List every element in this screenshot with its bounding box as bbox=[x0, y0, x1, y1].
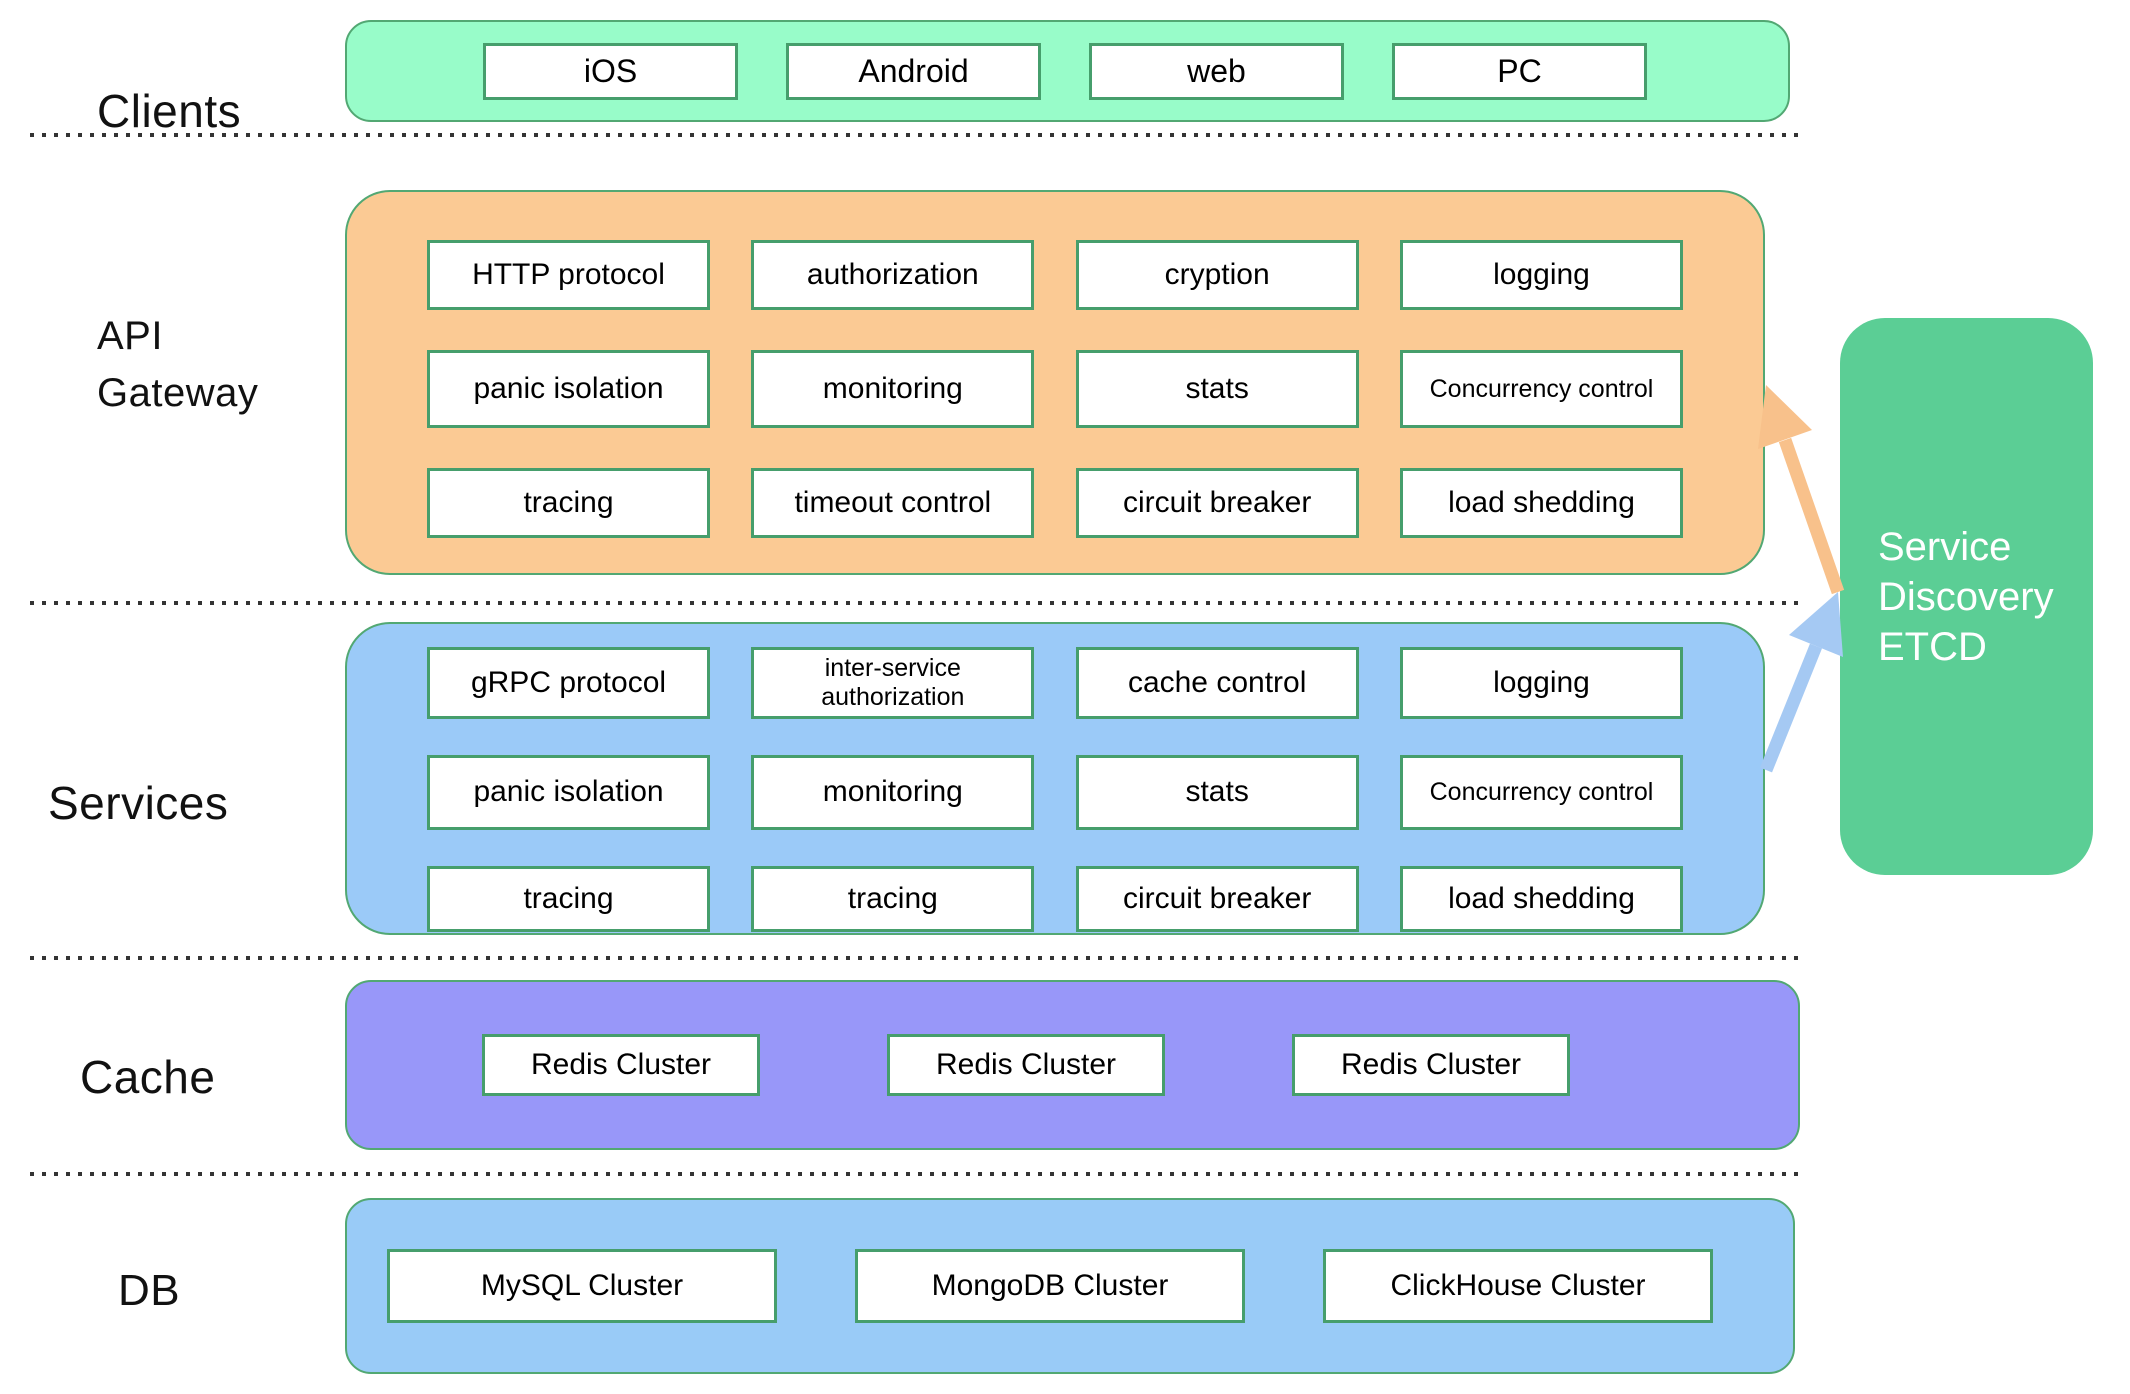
separator-gateway-services bbox=[30, 601, 1802, 605]
service-module-box: cache control bbox=[1075, 647, 1359, 719]
service-module-box: stats bbox=[1075, 755, 1359, 830]
gateway-module-box: cryption bbox=[1075, 240, 1359, 310]
services-layer-label: Services bbox=[48, 777, 229, 829]
cache-node-box: Redis Cluster bbox=[887, 1034, 1165, 1096]
etcd-label-line: ETCD bbox=[1878, 624, 1987, 669]
service-module-box: circuit breaker bbox=[1075, 866, 1359, 932]
service-discovery-etcd-box: Service Discovery ETCD bbox=[1840, 318, 2093, 875]
separator-clients-gateway bbox=[30, 133, 1802, 137]
etcd-label-line: Discovery bbox=[1878, 574, 2054, 619]
cache-node-box: Redis Cluster bbox=[1292, 1034, 1570, 1096]
separator-services-cache bbox=[30, 956, 1802, 960]
service-module-box: tracing bbox=[427, 866, 710, 932]
etcd-to-gateway-arrow bbox=[1758, 385, 1845, 595]
db-layer-label: DB bbox=[118, 1266, 181, 1315]
services-layer-box: gRPC protocol inter-service authorizatio… bbox=[345, 622, 1765, 935]
service-module-box: tracing bbox=[751, 866, 1035, 932]
gateway-module-box: tracing bbox=[427, 468, 710, 538]
gateway-module-box: monitoring bbox=[751, 350, 1035, 428]
service-module-box: logging bbox=[1399, 647, 1683, 719]
gateway-module-box: stats bbox=[1075, 350, 1359, 428]
service-module-box: inter-service authorization bbox=[751, 647, 1035, 719]
clients-layer-box: iOS Android web PC bbox=[345, 20, 1790, 122]
service-module-box: monitoring bbox=[751, 755, 1035, 830]
cache-node-box: Redis Cluster bbox=[482, 1034, 760, 1096]
gateway-module-box: Concurrency control bbox=[1399, 350, 1683, 428]
api-gateway-layer-label: API Gateway bbox=[97, 314, 259, 415]
services-to-etcd-arrow bbox=[1759, 592, 1843, 773]
cache-layer-label: Cache bbox=[80, 1051, 216, 1103]
client-box: PC bbox=[1392, 42, 1647, 100]
separator-cache-db bbox=[30, 1172, 1802, 1176]
db-node-box: ClickHouse Cluster bbox=[1323, 1249, 1713, 1323]
client-box: iOS bbox=[483, 42, 738, 100]
service-module-box: panic isolation bbox=[427, 755, 710, 830]
db-node-box: MySQL Cluster bbox=[387, 1249, 777, 1323]
gateway-module-box: circuit breaker bbox=[1075, 468, 1359, 538]
service-module-box: load shedding bbox=[1399, 866, 1683, 932]
cache-layer-box: Redis Cluster Redis Cluster Redis Cluste… bbox=[345, 980, 1800, 1150]
client-box: Android bbox=[786, 42, 1041, 100]
gateway-module-box: load shedding bbox=[1399, 468, 1683, 538]
service-module-box: gRPC protocol bbox=[427, 647, 710, 719]
gateway-module-box: panic isolation bbox=[427, 350, 710, 428]
client-box: web bbox=[1089, 42, 1344, 100]
gateway-module-box: logging bbox=[1399, 240, 1683, 310]
clients-layer-label: Clients bbox=[97, 85, 242, 137]
gateway-module-box: HTTP protocol bbox=[427, 240, 710, 310]
service-module-box: Concurrency control bbox=[1399, 755, 1683, 830]
db-node-box: MongoDB Cluster bbox=[855, 1249, 1245, 1323]
db-layer-box: MySQL Cluster MongoDB Cluster ClickHouse… bbox=[345, 1198, 1795, 1374]
etcd-label-line: Service bbox=[1878, 524, 2012, 569]
gateway-module-box: timeout control bbox=[751, 468, 1035, 538]
gateway-module-box: authorization bbox=[751, 240, 1035, 310]
api-gateway-layer-box: HTTP protocol authorization cryption log… bbox=[345, 190, 1765, 575]
